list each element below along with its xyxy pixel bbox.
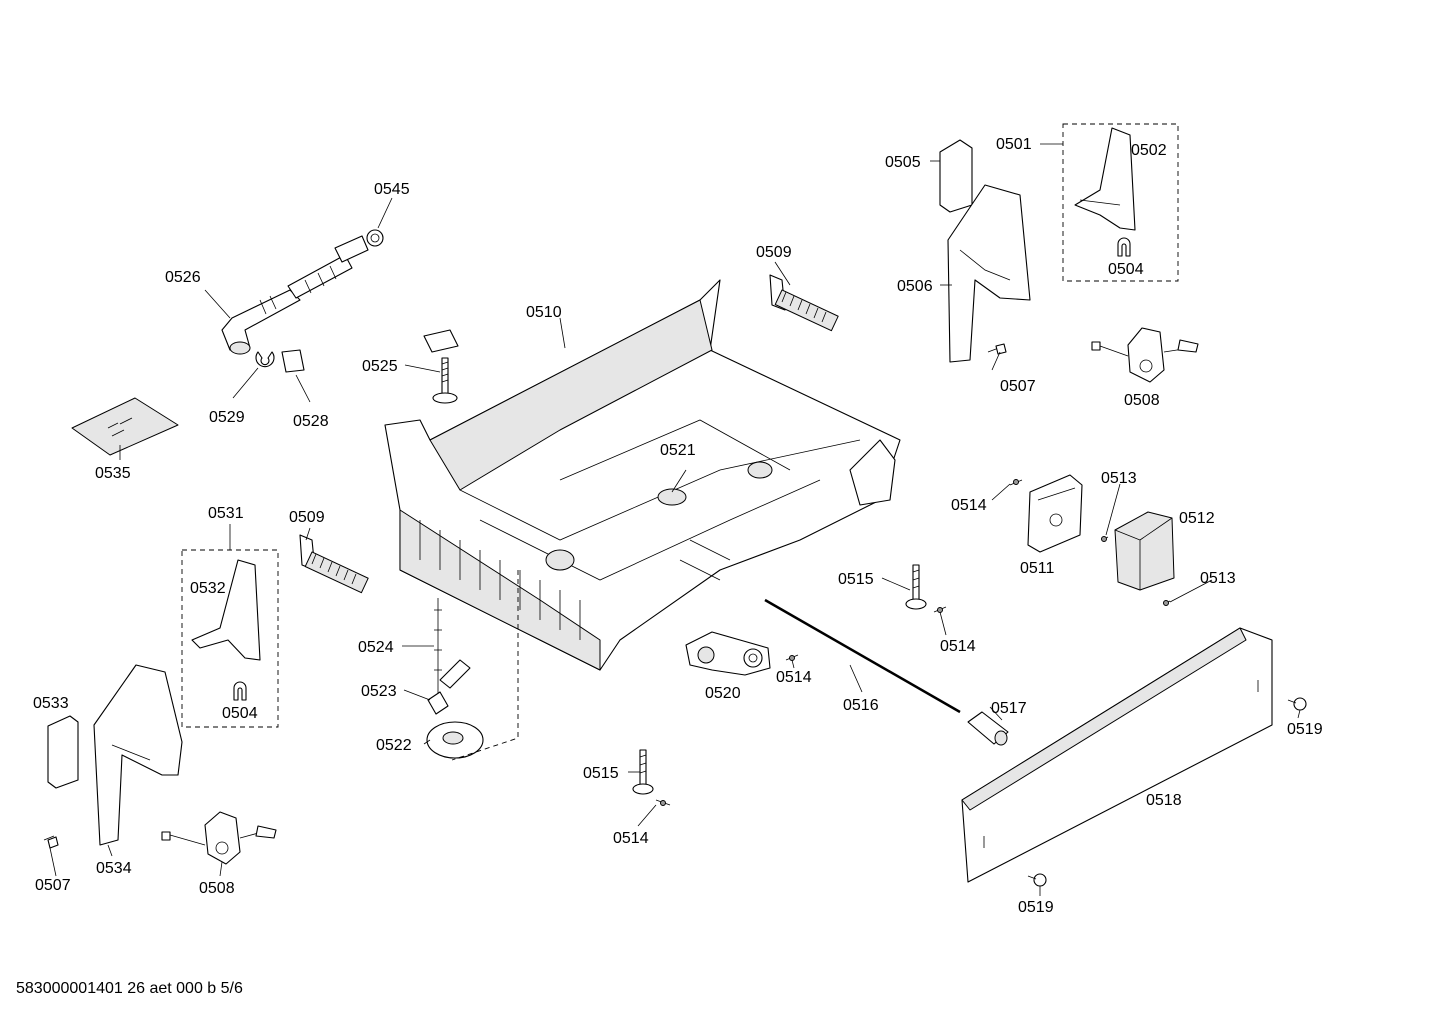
- callout-0515-left: 0515: [583, 765, 619, 782]
- callout-0534: 0534: [96, 860, 132, 877]
- knob-0517-drawing: [967, 711, 1009, 746]
- callout-0513-upper: 0513: [1101, 470, 1137, 487]
- drain-hose-drawing: [221, 229, 384, 373]
- float-assembly-drawing: [426, 570, 519, 761]
- callout-0532: 0532: [190, 580, 226, 597]
- leader-lines: [49, 143, 1301, 896]
- spring-bracket-lower-drawing: [299, 534, 369, 594]
- callout-0502: 0502: [1131, 142, 1167, 159]
- callout-0523: 0523: [361, 683, 397, 700]
- callout-0518: 0518: [1146, 792, 1182, 809]
- foot-screw-0525-drawing: [423, 329, 459, 404]
- callout-0514-d: 0514: [613, 830, 649, 847]
- callout-0508-left: 0508: [199, 880, 235, 897]
- callout-0524: 0524: [358, 639, 394, 656]
- callout-0535: 0535: [95, 465, 131, 482]
- callout-0520: 0520: [705, 685, 741, 702]
- callout-0507-right: 0507: [1000, 378, 1036, 395]
- callout-0515-right: 0515: [838, 571, 874, 588]
- callout-labels: 0501 0502 0504 0504 0505 0506 0507 0507 …: [33, 136, 1323, 916]
- callout-0514-b: 0514: [940, 638, 976, 655]
- callout-0516: 0516: [843, 697, 879, 714]
- cover-0511-drawing: [1027, 474, 1083, 553]
- callout-0529: 0529: [209, 409, 245, 426]
- callout-0511: 0511: [1020, 560, 1055, 577]
- cover-0512-drawing: [1114, 511, 1175, 591]
- front-panel-drawing: [961, 627, 1307, 887]
- callout-0533: 0533: [33, 695, 69, 712]
- base-frame-drawing: [384, 279, 901, 671]
- callout-0504-right: 0504: [1108, 261, 1144, 278]
- inlet-valve-drawing: [685, 631, 771, 676]
- callout-0526: 0526: [165, 269, 201, 286]
- callout-0508-right: 0508: [1124, 392, 1160, 409]
- door-lock-right-drawing: [1091, 327, 1199, 383]
- callout-0510: 0510: [526, 304, 562, 321]
- callout-0505: 0505: [885, 154, 921, 171]
- hinge-left-drawing: [43, 549, 279, 865]
- callout-0504-left: 0504: [222, 705, 258, 722]
- callout-0519-lower: 0519: [1018, 899, 1054, 916]
- feet-0515-drawing: [632, 564, 927, 795]
- callout-0531: 0531: [208, 505, 244, 522]
- callout-0519-right: 0519: [1287, 721, 1323, 738]
- callout-0509-upper: 0509: [756, 244, 792, 261]
- callout-0545: 0545: [374, 181, 410, 198]
- small-screws-drawing: [655, 479, 1171, 806]
- callout-0521: 0521: [660, 442, 696, 459]
- callout-0506: 0506: [897, 278, 933, 295]
- callout-0517: 0517: [991, 700, 1027, 717]
- spring-bracket-upper-drawing: [769, 274, 839, 332]
- callout-0514-c: 0514: [776, 669, 812, 686]
- screw-bag-drawing: [71, 397, 179, 456]
- callout-0512: 0512: [1179, 510, 1215, 527]
- callout-0522: 0522: [376, 737, 412, 754]
- rod-0516-drawing: [764, 598, 961, 714]
- callout-0509-lower: 0509: [289, 509, 325, 526]
- callout-0513-lower: 0513: [1200, 570, 1236, 587]
- hinge-right-drawing: [939, 123, 1179, 363]
- callout-0501: 0501: [996, 136, 1032, 153]
- document-reference-footer: 583000001401 26 aet 000 b 5/6: [16, 980, 243, 997]
- callout-0507-left: 0507: [35, 877, 71, 894]
- callout-0525: 0525: [362, 358, 398, 375]
- callout-0528: 0528: [293, 413, 329, 430]
- callout-0514-a: 0514: [951, 497, 987, 514]
